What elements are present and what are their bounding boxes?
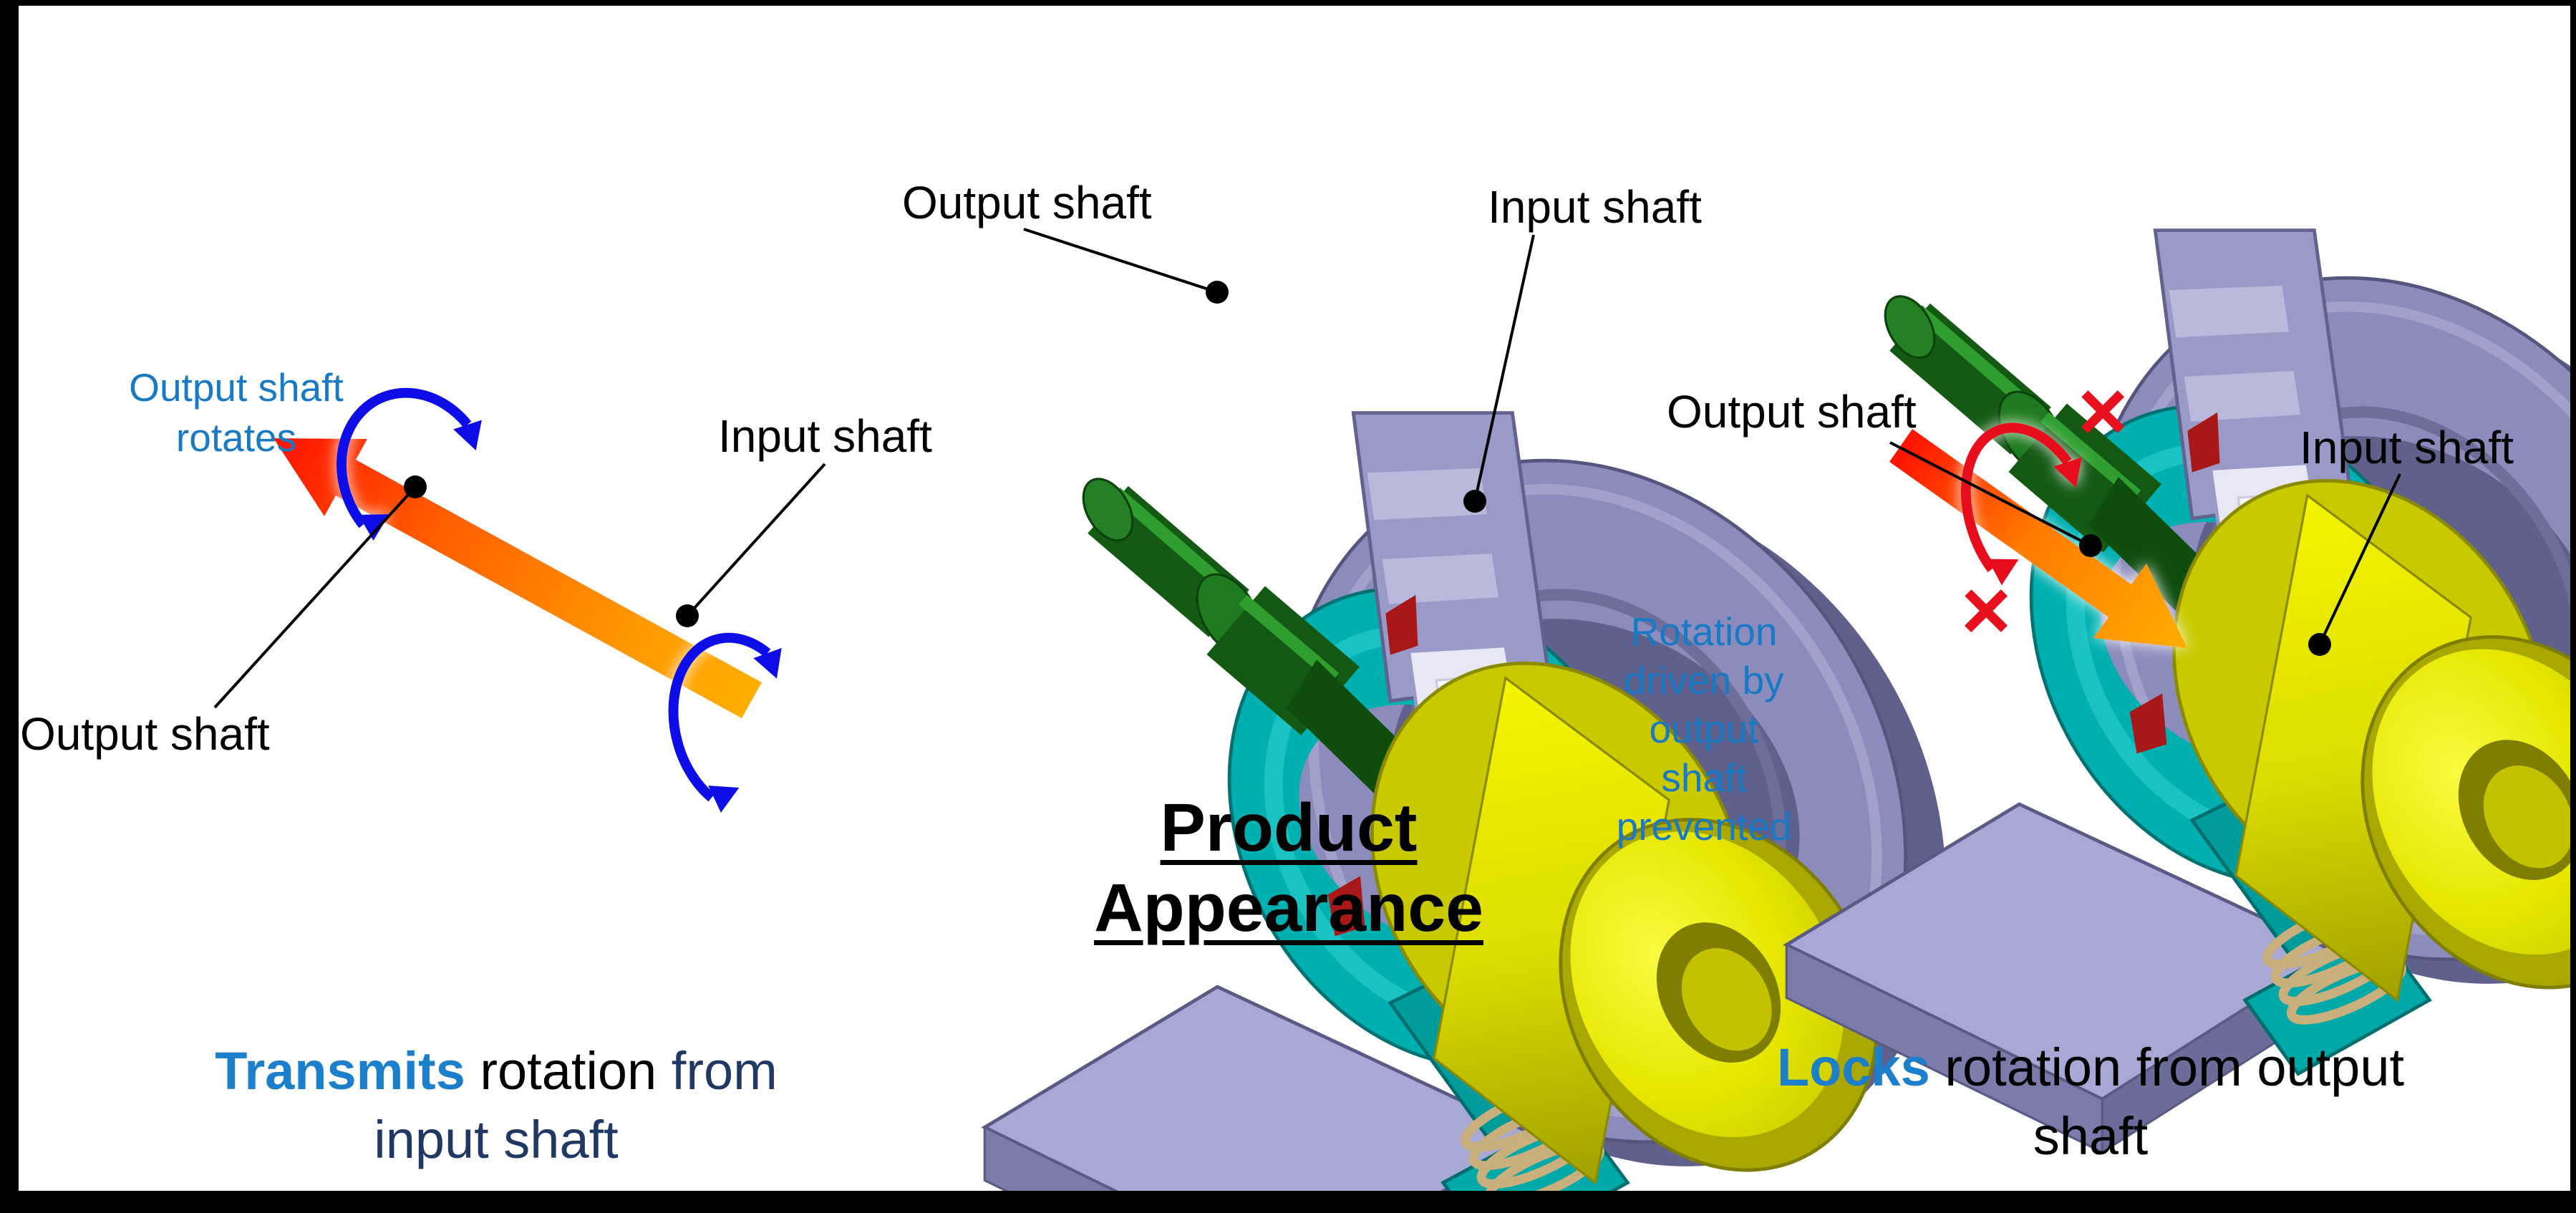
left-caption-mid: rotation [465, 1041, 672, 1101]
left-rotation-arrow-shaft [336, 387, 482, 541]
right-output-dot [2079, 534, 2102, 557]
left-caption-line2: input shaft [374, 1110, 619, 1169]
right-caption-rest: rotation from output [1929, 1038, 2405, 1097]
left-input-dot [676, 604, 699, 627]
right-output-label: Output shaft [1667, 386, 1917, 438]
right-annotation: Rotation driven by output shaft prevente… [1616, 609, 1792, 849]
prohibit-x-lower: × [1961, 562, 2011, 658]
center-input-label: Input shaft [1488, 181, 1702, 233]
prohibit-x-upper: × [2078, 363, 2128, 459]
center-leader-lines [1023, 228, 1535, 502]
left-caption-highlight: Transmits [215, 1041, 465, 1101]
title-line1: Product [1160, 790, 1418, 866]
product-appearance-title: Product Appearance [1038, 788, 1539, 948]
center-output-dot [1206, 281, 1229, 304]
left-caption-line1: Transmits rotation from [102, 1037, 890, 1106]
mechanism-center [1786, 165, 2576, 1153]
left-rotation-arrow-hub [668, 632, 782, 813]
right-caption: Locks rotation from output shaft [1697, 1033, 2484, 1171]
center-input-dot [1463, 490, 1486, 513]
right-caption-highlight: Locks [1776, 1038, 1930, 1097]
left-caption-from: from [671, 1041, 778, 1101]
right-input-label: Input shaft [2300, 422, 2514, 473]
center-output-label: Output shaft [902, 177, 1152, 228]
right-input-dot [2308, 633, 2331, 656]
right-rotation-arrow-blocked [1960, 422, 2082, 586]
left-output-label: Output shaft [20, 708, 270, 760]
title-line2: Appearance [1094, 870, 1483, 946]
right-caption-line2: shaft [2033, 1106, 2149, 1166]
left-output-dot [404, 475, 427, 498]
left-input-label: Input shaft [718, 410, 932, 462]
left-caption: Transmits rotation from input shaft [102, 1037, 890, 1174]
left-annotation: Output shaft rotates [129, 365, 344, 460]
right-caption-line1: Locks rotation from output [1697, 1033, 2484, 1102]
left-leader-lines [213, 463, 826, 709]
right-leader-lines [1889, 441, 2401, 645]
